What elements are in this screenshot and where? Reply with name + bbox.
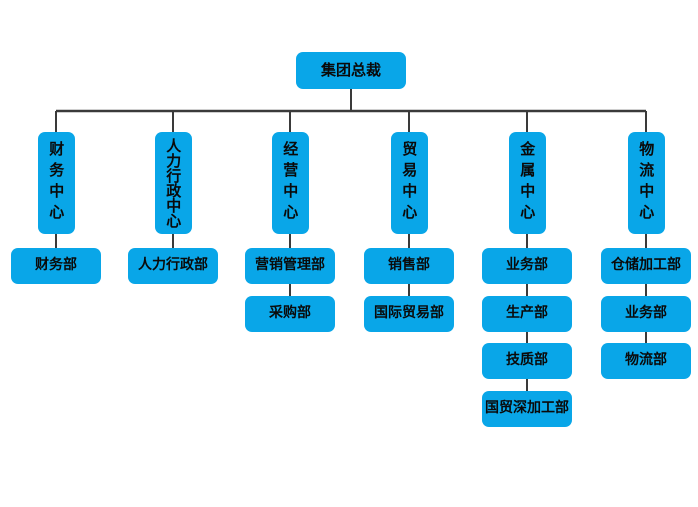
org-node-tech-quality-dept: 技质部 bbox=[482, 343, 572, 379]
org-node-business-dept-logistics: 业务部 bbox=[601, 296, 691, 332]
org-node-finance-center: 财务中心 bbox=[37, 132, 75, 234]
org-node-purchasing-dept: 采购部 bbox=[245, 296, 335, 332]
org-node-operations-center: 经营中心 bbox=[271, 132, 309, 234]
org-node-hr-admin-center: 人力行政中心 bbox=[154, 132, 192, 234]
org-node-logistics-center: 物流中心 bbox=[627, 132, 665, 234]
org-node-trade-center: 贸易中心 bbox=[390, 132, 428, 234]
org-node-marketing-management-dept: 营销管理部 bbox=[245, 248, 335, 284]
org-node-sales-dept: 销售部 bbox=[364, 248, 454, 284]
org-node-intl-trade-deep-processing-dept: 国贸深加工部 bbox=[482, 391, 572, 427]
org-node-logistics-dept: 物流部 bbox=[601, 343, 691, 379]
org-node-group-president: 集团总裁 bbox=[296, 52, 406, 89]
org-node-hr-admin-dept: 人力行政部 bbox=[128, 248, 218, 284]
org-node-metal-center: 金属中心 bbox=[508, 132, 546, 234]
org-node-production-dept: 生产部 bbox=[482, 296, 572, 332]
org-node-finance-dept: 财务部 bbox=[11, 248, 101, 284]
org-node-warehouse-processing-dept: 仓储加工部 bbox=[601, 248, 691, 284]
org-node-international-trade-dept: 国际贸易部 bbox=[364, 296, 454, 332]
org-node-business-dept-metal: 业务部 bbox=[482, 248, 572, 284]
